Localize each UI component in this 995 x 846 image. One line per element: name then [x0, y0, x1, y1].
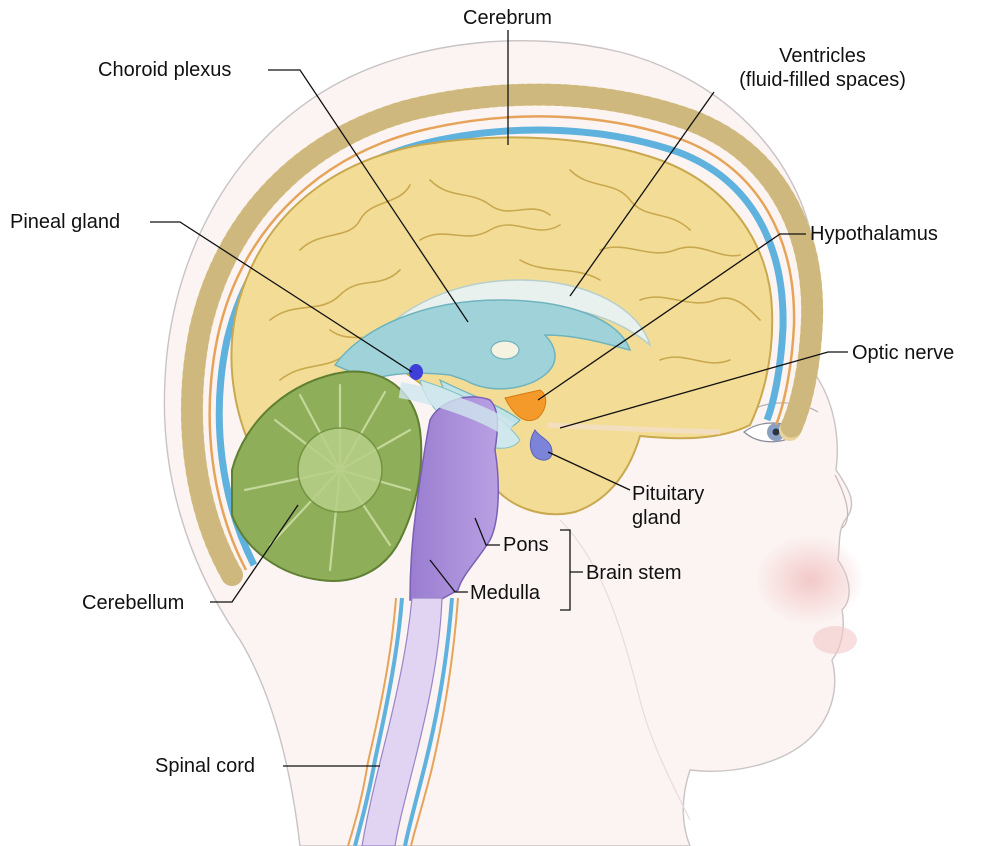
- spinal-dura-left: [347, 597, 397, 846]
- label-pineal-gland: Pineal gland: [10, 211, 121, 233]
- pineal-shape: [409, 364, 423, 380]
- leader-pons: [474, 517, 500, 546]
- label-pons: Pons: [503, 534, 549, 556]
- label-spinal-cord: Spinal cord: [155, 755, 256, 777]
- gyri: [269, 169, 761, 381]
- cerebellum: [231, 370, 423, 582]
- pituitary-shape: [529, 429, 553, 461]
- leader-medulla: [429, 559, 468, 593]
- leader-choroid-plexus: [268, 69, 469, 323]
- leader-lines: [150, 30, 848, 767]
- label-ventricles-line1: Ventricles: [779, 45, 866, 67]
- label-choroid-plexus: Choroid plexus: [98, 59, 232, 81]
- spinal-csf-right: [403, 597, 454, 846]
- label-ventricles-line2: (fluid-filled spaces): [739, 69, 906, 91]
- label-ventricles: Ventricles (fluid-filled spaces): [710, 44, 935, 92]
- skull-texture: [180, 83, 824, 586]
- label-optic-nerve: Optic nerve: [852, 342, 955, 364]
- jaw-line: [559, 519, 691, 821]
- hypothalamus-shape: [504, 389, 547, 421]
- leader-ventricles: [569, 91, 715, 297]
- pons-medulla: [409, 396, 500, 601]
- leader-pituitary: [547, 451, 631, 491]
- label-cerebellum: Cerebellum: [82, 592, 185, 614]
- nose-line: [834, 474, 849, 529]
- leader-optic-nerve: [559, 351, 848, 429]
- lips: [813, 626, 857, 654]
- leader-cerebellum: [210, 504, 299, 603]
- arbor-vitae: [297, 427, 383, 513]
- label-pituitary-line2: gland: [632, 507, 681, 529]
- label-pituitary-gland: Pituitary gland: [632, 482, 704, 530]
- leader-pineal-gland: [150, 221, 413, 373]
- lateral-ventricle: [333, 299, 632, 390]
- thalamus-adhesion: [490, 340, 520, 360]
- label-brain-stem: Brain stem: [586, 562, 682, 584]
- dura-outline: [208, 115, 796, 571]
- spinal-csf-left: [353, 597, 404, 846]
- pupil: [772, 428, 780, 436]
- skull-layers: [180, 83, 824, 586]
- midbrain-band: [398, 382, 515, 437]
- label-medulla: Medulla: [470, 582, 541, 604]
- label-pituitary-line1: Pituitary: [632, 483, 705, 505]
- spinal-cord-shape: [361, 597, 443, 846]
- leader-hypothalamus: [537, 233, 806, 401]
- brain-stem: [398, 382, 515, 601]
- cheek: [755, 535, 865, 625]
- spinal-dura-right: [410, 597, 459, 846]
- spinal-cord: [347, 597, 459, 846]
- label-cerebrum: Cerebrum: [463, 7, 552, 29]
- label-hypothalamus: Hypothalamus: [810, 223, 938, 245]
- csf-space: [215, 126, 787, 567]
- bracket-brain-stem: [560, 529, 583, 611]
